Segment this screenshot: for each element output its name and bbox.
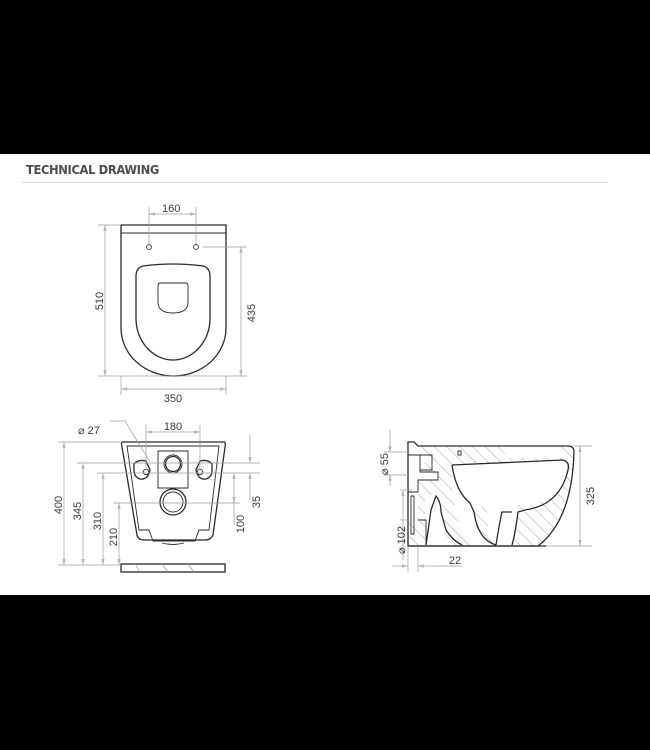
dim-height-inlet: 345 [72,502,84,520]
side-section-view [384,430,592,572]
dim-inlet-diameter: ⌀ 55 [379,453,391,475]
dim-height-fixing: 310 [92,512,104,530]
dim-inlet-to-fixing: 35 [251,496,263,508]
dim-fixing-spacing: 180 [164,421,182,433]
dim-height-outlet: 210 [108,528,120,546]
title-divider [22,182,608,183]
back-view [58,420,260,573]
dim-fixing-to-outlet: 100 [235,515,247,533]
dim-width: 350 [164,393,182,405]
dim-length: 510 [94,292,106,310]
dim-bolt-to-front: 435 [246,304,258,322]
top-view [98,207,247,395]
dim-height-total: 400 [53,496,65,514]
dim-bolt-spacing: 160 [162,203,180,215]
dim-fixing-hole-diameter: ⌀ 27 [78,425,100,437]
dim-height: 325 [585,487,597,505]
section-title: TECHNICAL DRAWING [26,162,159,177]
dim-outlet-diameter: ⌀ 102 [396,526,408,554]
dim-outlet-offset: 22 [449,555,461,567]
